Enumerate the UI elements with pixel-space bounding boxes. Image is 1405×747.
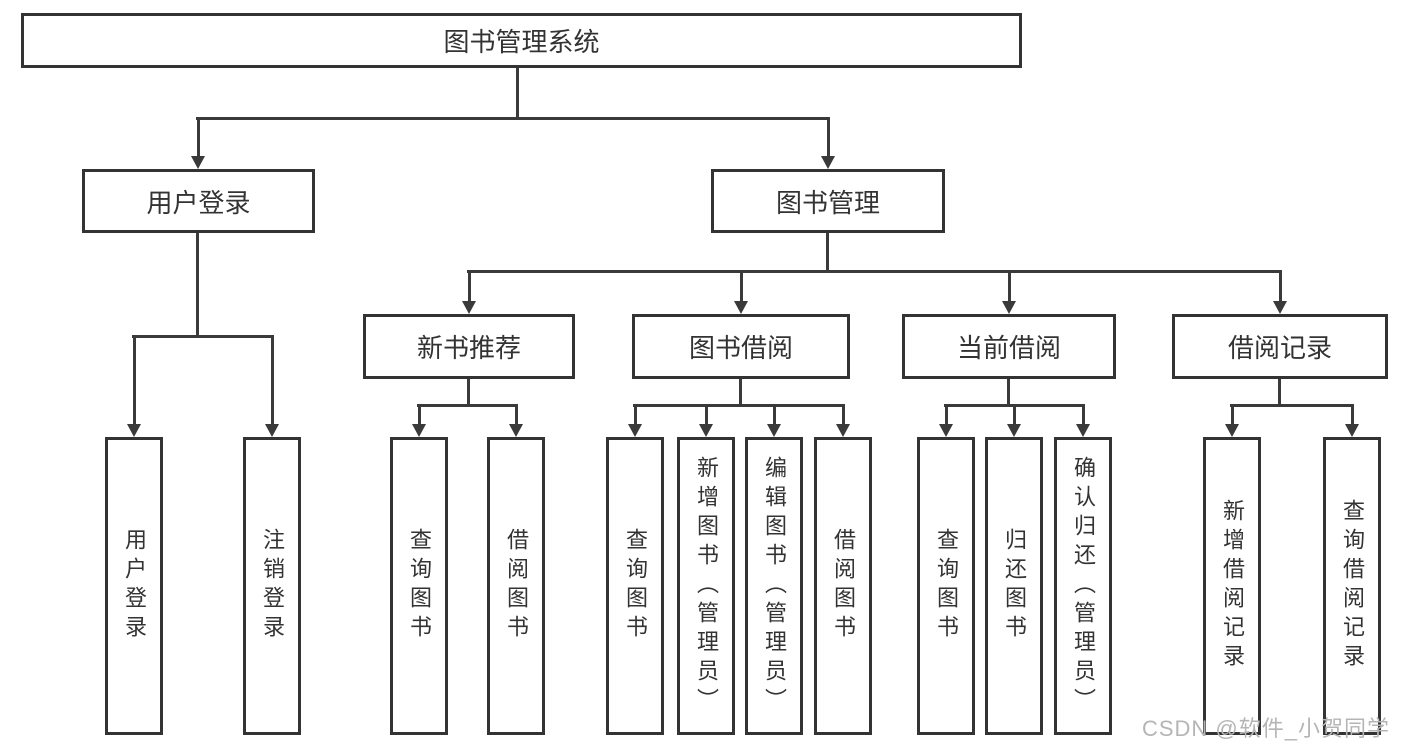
leaf-add-book-admin-label: 新增图书（管理员） <box>694 455 719 717</box>
line-segment <box>1230 404 1354 407</box>
arrow-down-icon <box>127 335 141 437</box>
leaf-return-book-label: 归还图书 <box>1002 528 1027 644</box>
arrow-down-icon <box>699 404 713 437</box>
leaf-user-login: 用户登录 <box>105 437 163 735</box>
leaf-edit-book-admin: 编辑图书（管理员） <box>745 437 803 735</box>
leaf-borrow-book-1-label: 借阅图书 <box>504 528 529 644</box>
node-book-management: 图书管理 <box>711 169 945 233</box>
node-borrow-record-label: 借阅记录 <box>1227 333 1332 363</box>
node-book-management-label: 图书管理 <box>775 187 880 218</box>
leaf-logout-label: 注销登录 <box>260 528 285 644</box>
leaf-add-borrow-record: 新增借阅记录 <box>1203 437 1261 735</box>
line-segment <box>417 404 518 407</box>
arrow-down-icon <box>191 117 205 169</box>
node-borrow-record: 借阅记录 <box>1172 314 1388 379</box>
node-root: 图书管理系统 <box>21 13 1022 68</box>
arrow-down-icon <box>836 404 850 437</box>
arrow-down-icon <box>939 404 953 437</box>
line-segment <box>516 68 519 118</box>
arrow-down-icon <box>1002 270 1016 314</box>
line-segment <box>1007 379 1010 406</box>
arrow-down-icon <box>509 404 523 437</box>
leaf-query-book-2: 查询图书 <box>606 437 664 735</box>
arrow-down-icon <box>734 270 748 314</box>
leaf-edit-book-admin-label: 编辑图书（管理员） <box>762 455 787 717</box>
leaf-return-book: 归还图书 <box>985 437 1043 735</box>
leaf-borrow-book-2: 借阅图书 <box>814 437 872 735</box>
arrow-down-icon <box>1076 404 1090 437</box>
arrow-down-icon <box>1345 404 1359 437</box>
line-segment <box>196 233 199 338</box>
line-segment <box>467 379 470 406</box>
leaf-query-book-1-label: 查询图书 <box>407 528 432 644</box>
arrow-down-icon <box>265 335 279 437</box>
arrow-down-icon <box>1273 270 1287 314</box>
node-current-borrow-label: 当前借阅 <box>956 333 1061 363</box>
leaf-logout: 注销登录 <box>243 437 301 735</box>
node-book-borrow: 图书借阅 <box>632 314 850 379</box>
node-book-borrow-label: 图书借阅 <box>688 333 793 363</box>
node-user-login-label: 用户登录 <box>146 187 251 218</box>
leaf-query-book-3-label: 查询图书 <box>934 528 959 644</box>
leaf-query-borrow-record-label: 查询借阅记录 <box>1340 499 1365 673</box>
arrow-down-icon <box>1225 404 1239 437</box>
leaf-borrow-book-1: 借阅图书 <box>487 437 545 735</box>
leaf-confirm-return-admin: 确认归还（管理员） <box>1054 437 1112 735</box>
arrow-down-icon <box>767 404 781 437</box>
line-segment <box>739 379 742 406</box>
node-current-borrow: 当前借阅 <box>902 314 1116 379</box>
leaf-query-book-3: 查询图书 <box>917 437 975 735</box>
leaf-query-book-1: 查询图书 <box>390 437 448 735</box>
arrow-down-icon <box>412 404 426 437</box>
leaf-borrow-book-2-label: 借阅图书 <box>831 528 856 644</box>
node-user-login: 用户登录 <box>82 169 315 233</box>
arrow-down-icon <box>628 404 642 437</box>
arrow-down-icon <box>462 270 476 314</box>
line-segment <box>467 270 1282 273</box>
node-root-label: 图书管理系统 <box>443 27 600 57</box>
node-new-book-recommend-label: 新书推荐 <box>416 333 521 363</box>
arrow-down-icon <box>821 117 835 169</box>
leaf-confirm-return-admin-label: 确认归还（管理员） <box>1071 455 1096 717</box>
leaf-user-login-label: 用户登录 <box>122 528 147 644</box>
arrow-down-icon <box>1007 404 1021 437</box>
node-new-book-recommend: 新书推荐 <box>363 314 575 379</box>
line-segment <box>132 335 273 338</box>
leaf-query-book-2-label: 查询图书 <box>623 528 648 644</box>
leaf-add-book-admin: 新增图书（管理员） <box>677 437 735 735</box>
leaf-add-borrow-record-label: 新增借阅记录 <box>1220 499 1245 673</box>
line-segment <box>1278 379 1281 406</box>
line-segment <box>196 117 830 120</box>
line-segment <box>633 404 845 407</box>
line-segment <box>826 233 829 273</box>
leaf-query-borrow-record: 查询借阅记录 <box>1323 437 1381 735</box>
watermark: CSDN @软件_小贺同学 <box>1141 716 1390 741</box>
